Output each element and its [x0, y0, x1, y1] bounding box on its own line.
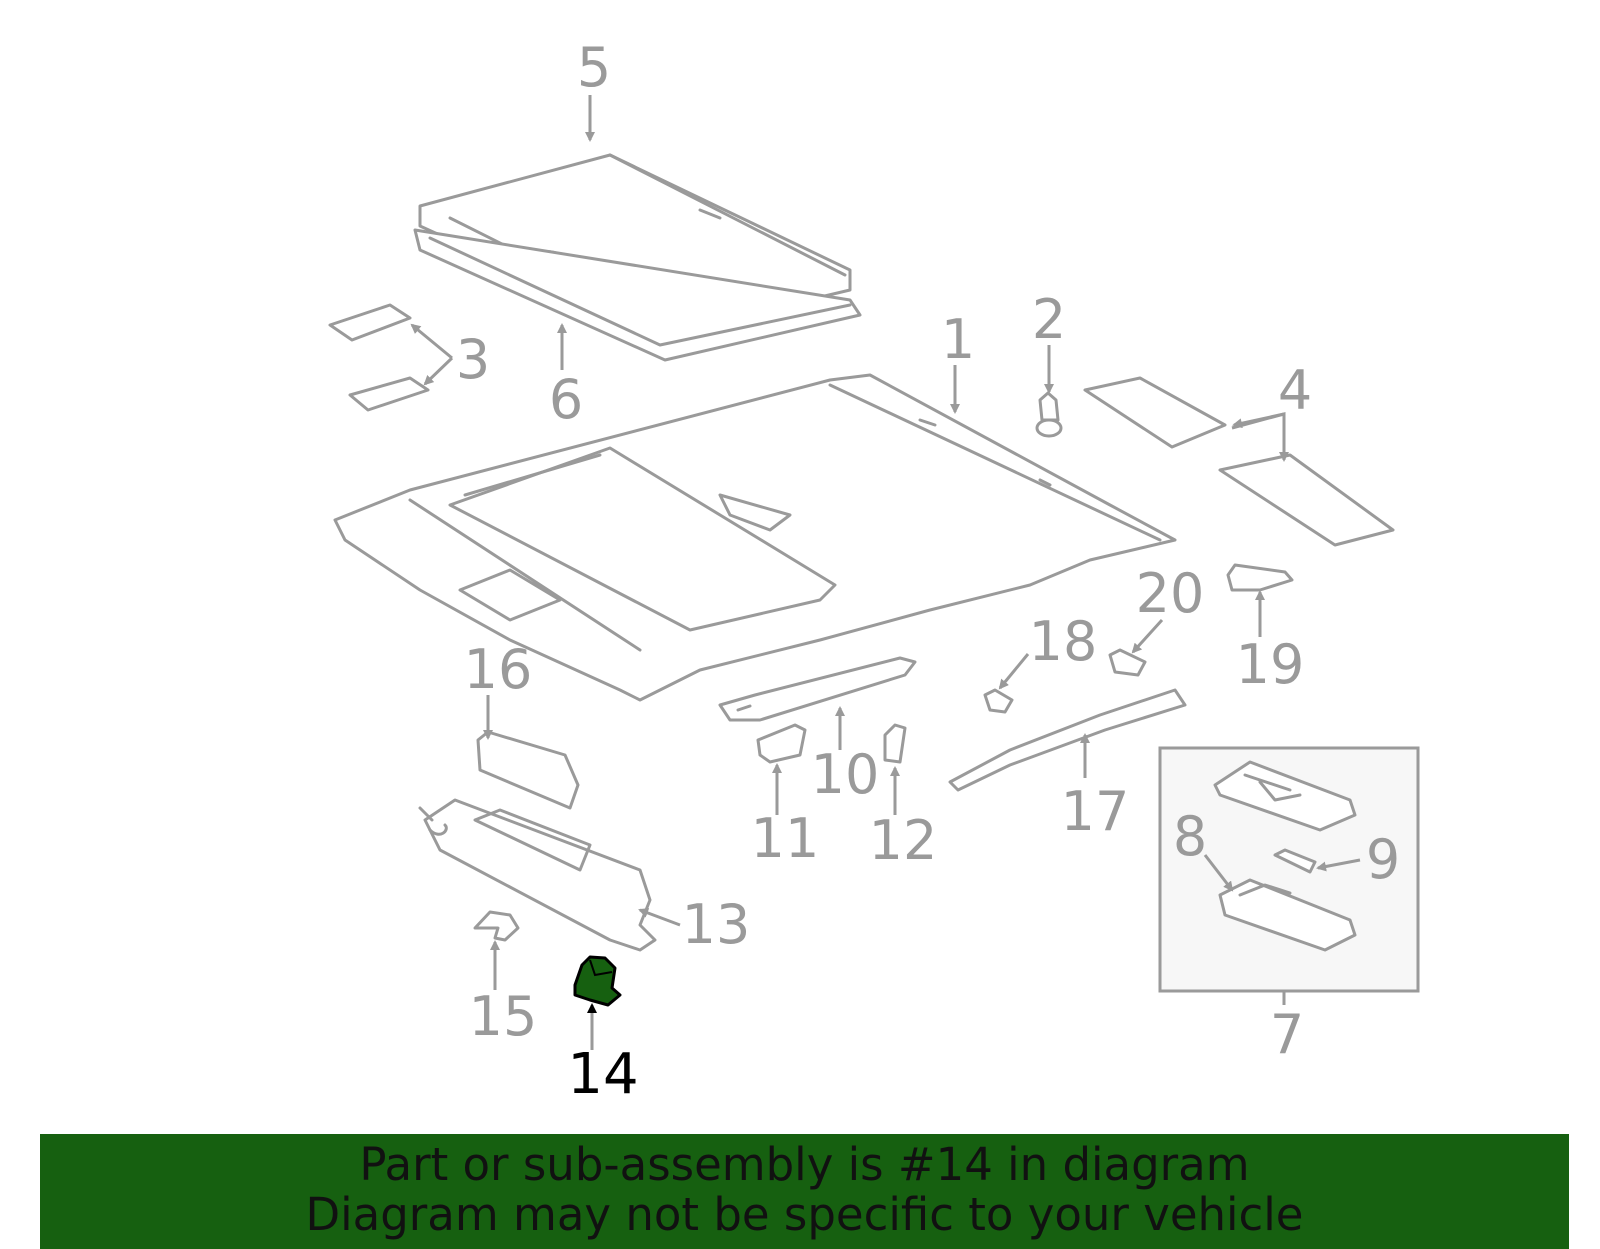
footer-line-2: Diagram may not be specific to your vehi…: [305, 1188, 1304, 1241]
part-20-clip: [1108, 648, 1147, 677]
part-4-pads: [1083, 376, 1395, 547]
callout-6: 6: [549, 368, 583, 431]
callout-15: 15: [469, 985, 538, 1048]
callout-1: 1: [941, 308, 975, 371]
callout-17: 17: [1061, 780, 1130, 843]
callout-20: 20: [1136, 562, 1205, 625]
part-6-sunroof-frame: [413, 228, 862, 362]
part-19-bracket: [1226, 563, 1294, 592]
callout-9: 9: [1366, 828, 1400, 891]
callout-12: 12: [869, 809, 938, 872]
footer-banner: Part or sub-assembly is #14 in diagram D…: [40, 1134, 1569, 1249]
callout-14: 14: [567, 1042, 638, 1107]
callout-16: 16: [464, 638, 533, 701]
callout-4: 4: [1278, 359, 1312, 422]
part-13-sun-visor: [418, 798, 657, 952]
part-7-dome-lamp-box: [1158, 746, 1420, 993]
callout-18: 18: [1029, 610, 1098, 673]
callout-labels: 1 2 3 4 5 6 7 8 9 10 11 12 13 14 15 16 1…: [456, 36, 1400, 1107]
part-12-cover: [883, 723, 907, 764]
callout-5: 5: [577, 36, 611, 99]
leader-lines: [410, 95, 1361, 1050]
parts-diagram: 1 2 3 4 5 6 7 8 9 10 11 12 13 14 15 16 1…: [328, 36, 1420, 1107]
part-18-clip: [983, 688, 1014, 714]
part-16-cover: [476, 730, 580, 810]
part-14-visor-holder: [573, 955, 622, 1007]
part-15-clip: [473, 910, 520, 942]
callout-10: 10: [811, 743, 880, 806]
callout-13: 13: [682, 893, 751, 956]
part-3-pads: [328, 303, 430, 412]
part-17-trim-strip: [948, 688, 1187, 792]
part-1-headliner: [333, 373, 1177, 702]
part-11-cover: [756, 723, 807, 764]
part-2-clip: [1035, 391, 1063, 438]
callout-11: 11: [751, 807, 820, 870]
callout-8: 8: [1173, 805, 1207, 868]
footer-line-1: Part or sub-assembly is #14 in diagram: [359, 1138, 1250, 1191]
callout-2: 2: [1032, 288, 1066, 351]
callout-3: 3: [456, 328, 490, 391]
callout-19: 19: [1236, 633, 1305, 696]
callout-7: 7: [1270, 1003, 1304, 1066]
part-10-grab-handle: [718, 656, 917, 722]
